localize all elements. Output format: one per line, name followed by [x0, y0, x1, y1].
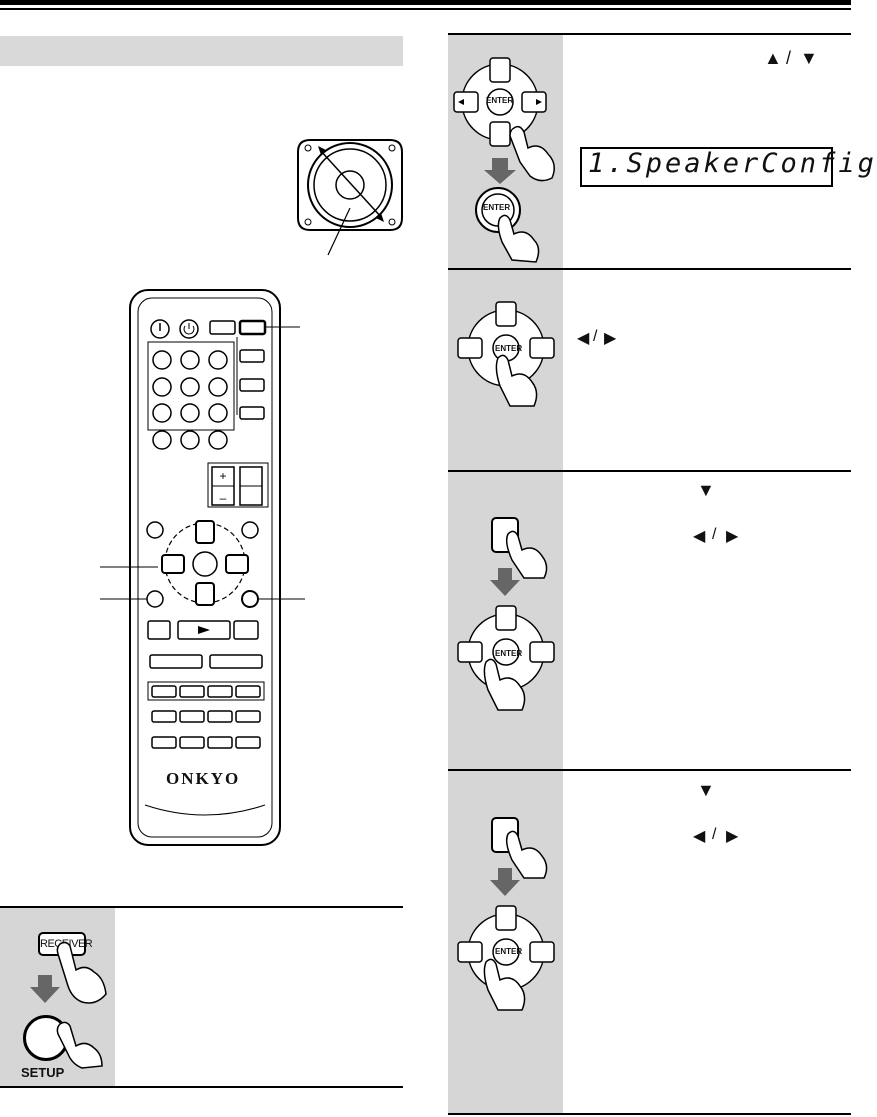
left-arrow-glyph-3: ◀: [693, 828, 706, 845]
setup-button-label: SETUP: [21, 1065, 65, 1080]
pointing-hand-icon: [56, 941, 107, 1069]
slash-glyph-3: /: [712, 526, 717, 543]
section-heading-band: [0, 36, 403, 66]
down-then-arrow-pad-illustration: [457, 517, 555, 711]
svg-text:+: +: [219, 469, 226, 483]
left-arrow-glyph-2: ◀: [693, 528, 706, 545]
down-arrow-glyph-3: ▼: [697, 780, 715, 800]
enter-key-label-2: ENTER: [483, 203, 511, 212]
right-step-rule-4: [448, 769, 851, 771]
right-arrow-glyph: ▶: [604, 330, 617, 347]
left-arrow-glyph: ◀: [577, 330, 590, 347]
enter-key-label-3: ENTER: [495, 344, 523, 353]
right-step-rule-3: [448, 470, 851, 472]
arrow-pad-illustration: [457, 301, 555, 407]
right-step-rule-2: [448, 268, 851, 270]
down-arrow-glyph-2: ▼: [697, 480, 715, 500]
right-arrow-glyph-3: ▶: [726, 828, 739, 845]
slash-glyph-4: /: [712, 826, 717, 843]
up-arrow-glyph: ▲: [764, 48, 782, 68]
left-step-bottom-rule: [0, 1086, 403, 1088]
left-step-top-rule: [0, 906, 403, 908]
enter-key-label-4: ENTER: [495, 649, 523, 658]
remote-control-illustration: + –: [100, 289, 305, 846]
header-rule-thin: [0, 8, 851, 10]
enter-key-label-5: ENTER: [495, 947, 523, 956]
slash-glyph: /: [786, 48, 792, 68]
slash-glyph-2: /: [593, 328, 598, 345]
enter-key-label-1: ENTER: [486, 96, 514, 105]
right-step-rule-5: [448, 1113, 851, 1115]
down-arrow-glyph: ▼: [800, 48, 818, 68]
speaker-illustration: [297, 139, 403, 256]
arrow-pad-with-enter-illustration: [453, 57, 555, 263]
onkyo-logo: ONKYO: [166, 769, 241, 788]
down-arrow-icon: [30, 975, 60, 1003]
header-rule-thick: [0, 0, 851, 5]
lcd-display: 1.SpeakerConfig: [580, 147, 874, 187]
svg-text:–: –: [220, 491, 227, 505]
right-step-rule-1: [448, 33, 851, 35]
down-then-arrow-pad-illustration-2: [457, 817, 555, 1011]
right-arrow-glyph-2: ▶: [726, 528, 739, 545]
